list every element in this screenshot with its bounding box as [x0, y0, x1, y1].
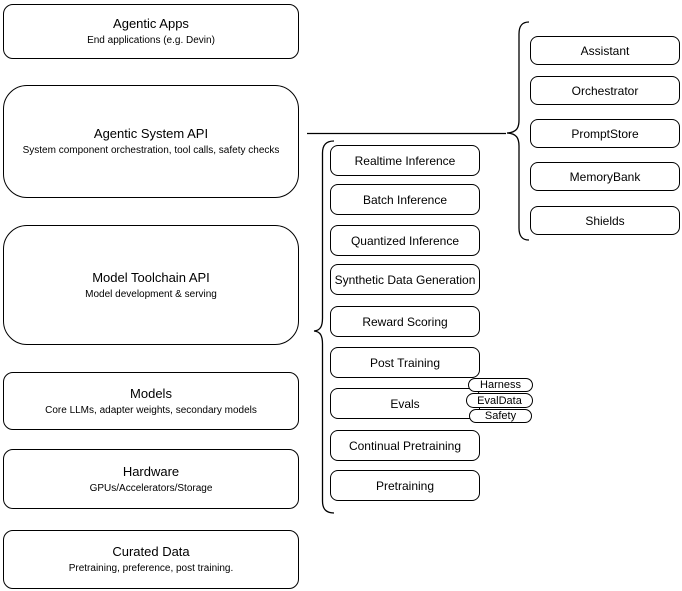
component-assistant: Assistant	[530, 36, 680, 65]
components-brace	[506, 21, 530, 241]
service-synthetic-data-generation: Synthetic Data Generation	[330, 264, 480, 295]
layer-subtitle: Pretraining, preference, post training.	[68, 563, 234, 574]
layer-subtitle: System component orchestration, tool cal…	[22, 145, 280, 156]
component-promptstore: PromptStore	[530, 119, 680, 148]
layer-title: Curated Data	[112, 544, 190, 559]
layer-hardware: Hardware GPUs/Accelerators/Storage	[3, 449, 299, 509]
layer-curated-data: Curated Data Pretraining, preference, po…	[3, 530, 299, 589]
layer-subtitle: Model development & serving	[85, 288, 217, 300]
layer-title: Model Toolchain API	[92, 269, 210, 285]
eval-tag-evaldata: EvalData	[466, 393, 533, 408]
layer-subtitle: GPUs/Accelerators/Storage	[89, 482, 213, 494]
layer-title: Models	[130, 385, 172, 401]
layer-title: Agentic System API	[93, 126, 209, 141]
eval-tag-harness: Harness	[468, 378, 533, 392]
component-shields: Shields	[530, 206, 680, 235]
service-quantized-inference: Quantized Inference	[330, 225, 480, 256]
service-reward-scoring: Reward Scoring	[330, 306, 480, 337]
component-orchestrator: Orchestrator	[530, 76, 680, 105]
component-memorybank: MemoryBank	[530, 162, 680, 191]
layer-agentic-system-api: Agentic System API System component orch…	[3, 85, 299, 198]
layer-title: Hardware	[122, 463, 180, 479]
layer-model-toolchain-api: Model Toolchain API Model development & …	[3, 225, 299, 345]
service-realtime-inference: Realtime Inference	[330, 145, 480, 176]
layer-subtitle: Core LLMs, adapter weights, secondary mo…	[45, 404, 257, 416]
layer-title: Agentic Apps	[113, 16, 189, 31]
service-continual-pretraining: Continual Pretraining	[330, 430, 480, 461]
service-batch-inference: Batch Inference	[330, 184, 480, 215]
service-pretraining: Pretraining	[330, 470, 480, 501]
eval-tag-safety: Safety	[469, 409, 532, 423]
service-evals: Evals	[330, 388, 480, 419]
layer-agentic-apps: Agentic Apps End applications (e.g. Devi…	[3, 4, 299, 59]
layer-models: Models Core LLMs, adapter weights, secon…	[3, 372, 299, 430]
layer-subtitle: End applications (e.g. Devin)	[87, 35, 215, 46]
service-post-training: Post Training	[330, 347, 480, 378]
